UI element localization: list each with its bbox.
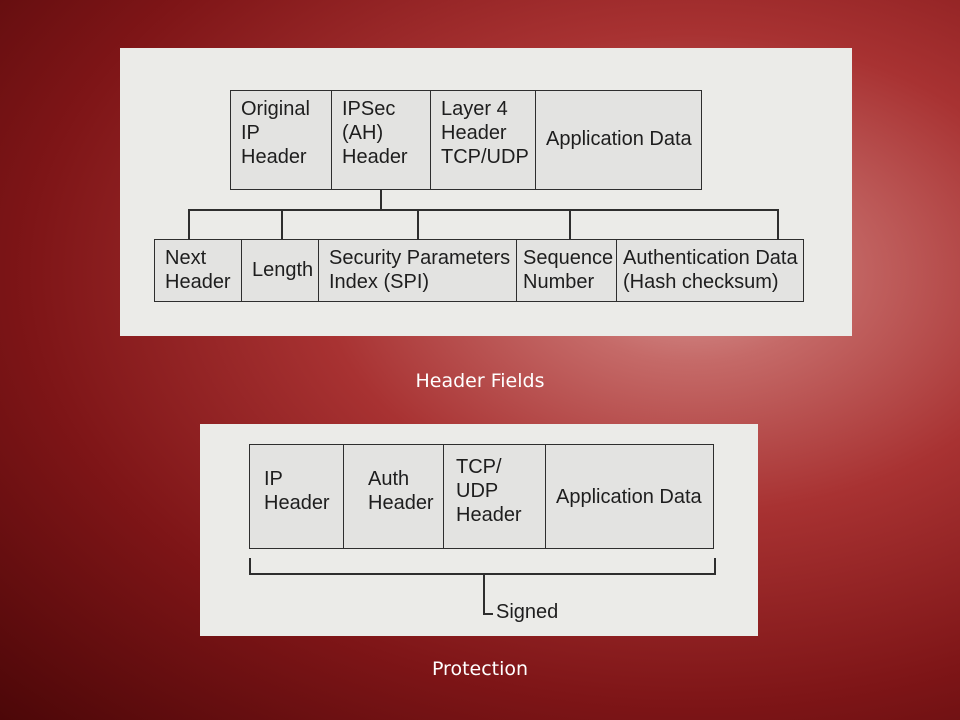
application-data-label-2: Application Data (556, 486, 702, 508)
signed-pointer-horizontal (483, 613, 493, 615)
tcp-udp-header-box: TCP/ UDP Header (443, 444, 546, 549)
application-data-box-2: Application Data (545, 444, 714, 549)
layer4-header-label: Layer 4 Header TCP/UDP (441, 98, 529, 168)
connector-drop-4 (569, 209, 571, 239)
length-label: Length (252, 259, 314, 281)
sequence-number-label: Sequence Number (523, 247, 614, 293)
application-data-box: Application Data (535, 90, 702, 190)
connector-drop-1 (188, 209, 190, 239)
authentication-data-label: Authentication Data (Hash checksum) (623, 247, 798, 293)
bracket-bar (249, 573, 716, 575)
connector-bar (188, 209, 779, 211)
caption-header-fields: Header Fields (415, 370, 545, 392)
ipsec-ah-header-box: IPSec (AH) Header (331, 90, 431, 190)
signed-label: Signed (496, 601, 559, 623)
spi-box: Security Parameters Index (SPI) (318, 239, 517, 302)
auth-header-label: Auth Header (368, 468, 434, 514)
layer4-header-box: Layer 4 Header TCP/UDP (430, 90, 536, 190)
spi-label: Security Parameters Index (SPI) (329, 247, 511, 293)
bracket-right-tick (714, 558, 716, 574)
sequence-number-box: Sequence Number (516, 239, 617, 302)
tcp-udp-header-label: TCP/ UDP Header (456, 456, 522, 526)
ip-header-box: IP Header (249, 444, 344, 549)
caption-protection: Protection (431, 658, 529, 680)
connector-stem (380, 190, 382, 210)
ipsec-ah-header-label: IPSec (AH) Header (342, 98, 408, 168)
signed-pointer-vertical (483, 574, 485, 614)
connector-drop-5 (777, 209, 779, 239)
original-ip-header-box: Original IP Header (230, 90, 332, 190)
original-ip-header-label: Original IP Header (241, 98, 310, 168)
application-data-label: Application Data (546, 128, 692, 150)
connector-drop-3 (417, 209, 419, 239)
next-header-label: Next Header (165, 247, 231, 293)
length-box: Length (241, 239, 319, 302)
ah-protection-figure: IP Header Auth Header TCP/ UDP Header Ap… (200, 424, 758, 636)
authentication-data-box: Authentication Data (Hash checksum) (616, 239, 804, 302)
next-header-box: Next Header (154, 239, 242, 302)
connector-drop-2 (281, 209, 283, 239)
ah-header-fields-figure: Original IP Header IPSec (AH) Header Lay… (120, 48, 852, 336)
ip-header-label: IP Header (264, 468, 330, 514)
auth-header-box: Auth Header (343, 444, 444, 549)
bracket-left-tick (249, 558, 251, 574)
